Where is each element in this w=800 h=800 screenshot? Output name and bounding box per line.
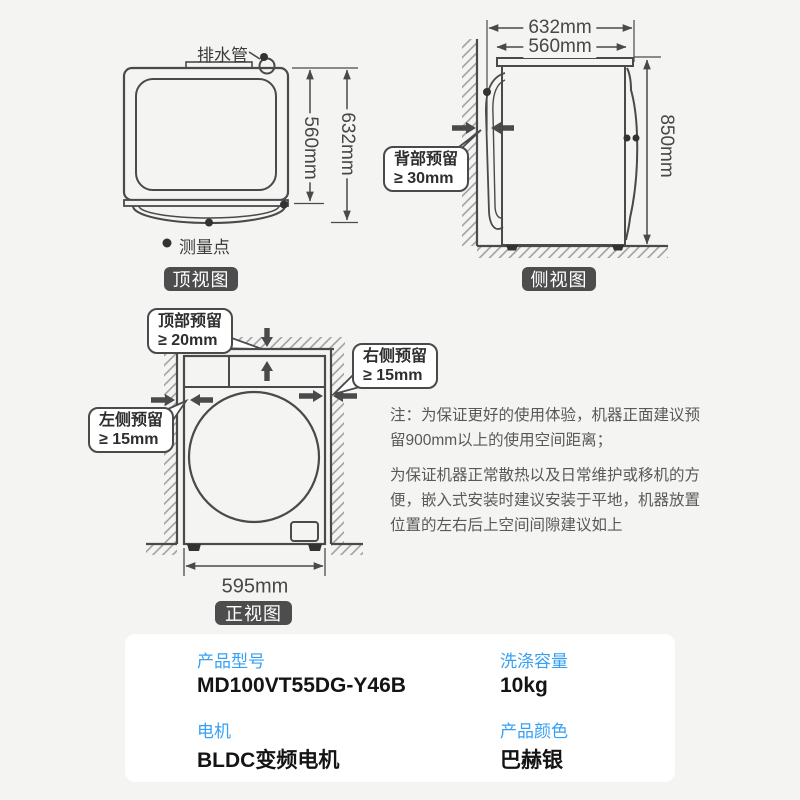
callout-right-line1: 右侧预留 xyxy=(363,348,428,365)
callout-top-line2: ≥ 20mm xyxy=(158,332,218,349)
top-view-lid xyxy=(135,78,277,191)
spec-card: 产品型号 MD100VT55DG-Y46B 洗涤容量 10kg 电机 BLDC变… xyxy=(125,634,675,782)
dim-label-850: 850mm xyxy=(656,114,677,178)
drain-hose-outer xyxy=(485,72,506,230)
callout-right-line2: ≥ 15mm xyxy=(363,367,423,384)
callout-left-line1: 左侧预留 xyxy=(99,412,164,429)
floor-hatch-right xyxy=(331,544,363,555)
spec-label-color: 产品颜色 xyxy=(500,722,568,741)
callout-left-line2: ≥ 15mm xyxy=(99,431,159,448)
gap-arrow-right-inner xyxy=(299,390,323,402)
door-arc-inner xyxy=(138,205,280,219)
top-plate xyxy=(496,57,634,67)
top-view-drawing xyxy=(122,51,358,248)
legend-dot xyxy=(162,238,172,248)
service-panel xyxy=(290,521,319,542)
side-foot-left xyxy=(506,245,518,251)
front-body xyxy=(182,354,327,546)
gap-arrow-top-outer xyxy=(261,328,273,347)
dim-label-560-side: 560mm xyxy=(523,36,597,58)
measure-point-legend: 测量点 xyxy=(179,238,230,257)
front-band xyxy=(123,199,289,207)
spec-value-capacity: 10kg xyxy=(500,674,548,697)
drain-hose-inner xyxy=(492,79,506,219)
drain-label-pointer xyxy=(248,51,261,60)
alcove-right-hatch xyxy=(331,349,344,544)
spec-label-motor: 电机 xyxy=(197,722,231,741)
note-paragraph-2: 为保证机器正常散热以及日常维护或移机的方便，嵌入式安装时建议安装于平地，机器放置… xyxy=(390,467,701,534)
top-view-body xyxy=(122,66,290,202)
dim-label-560-top: 560mm xyxy=(298,113,322,183)
wall-hatch xyxy=(462,39,477,246)
door-circle xyxy=(187,390,321,524)
hose-dot xyxy=(483,88,491,96)
measure-dot-front xyxy=(205,218,213,227)
gap-arrow-back-inner xyxy=(491,122,514,134)
front-view-badge: 正视图 xyxy=(215,601,292,625)
side-foot-right xyxy=(612,245,624,251)
callout-left-clearance: 左侧预留 ≥ 15mm xyxy=(88,407,175,453)
drain-measure-dot xyxy=(260,53,268,61)
floor-hatch-left xyxy=(146,544,177,555)
door-bulge xyxy=(625,67,639,241)
front-view-drawing xyxy=(146,328,369,576)
dim-label-632-top: 632mm xyxy=(335,109,359,179)
gap-arrow-back-outer xyxy=(452,122,476,134)
side-dot-1 xyxy=(623,134,631,142)
spec-value-color: 巴赫银 xyxy=(500,749,563,772)
callout-top-clearance: 顶部预留 ≥ 20mm xyxy=(147,308,234,354)
front-foot-right xyxy=(308,544,322,551)
drain-pipe-outlet xyxy=(258,57,276,75)
spec-value-motor: BLDC变频电机 xyxy=(197,749,340,772)
spec-label-model: 产品型号 xyxy=(197,652,265,671)
callout-top-line1: 顶部预留 xyxy=(158,313,223,330)
top-view-badge: 顶视图 xyxy=(164,267,238,291)
drain-pipe-label: 排水管 xyxy=(197,46,248,65)
side-view-badge: 侧视图 xyxy=(522,267,596,291)
callout-back-clearance: 背部预留 ≥ 30mm xyxy=(383,146,470,192)
spec-label-capacity: 洗涤容量 xyxy=(500,652,568,671)
callout-right-clearance: 右侧预留 ≥ 15mm xyxy=(352,343,439,389)
dim-label-632-side: 632mm xyxy=(523,17,597,39)
callout-back-line1: 背部预留 xyxy=(394,151,459,168)
note-paragraph-1: 注：为保证更好的使用体验，机器正面建议预留900mm以上的使用空间距离； xyxy=(390,407,701,449)
measure-dot-band xyxy=(280,200,288,209)
gap-arrow-left-inner xyxy=(190,394,213,406)
dim-label-595: 595mm xyxy=(221,575,289,598)
side-body xyxy=(501,65,626,246)
installation-note: 注：为保证更好的使用体验，机器正面建议预留900mm以上的使用空间距离； 为保证… xyxy=(390,403,714,548)
front-foot-left xyxy=(187,544,201,551)
floor-hatch xyxy=(477,246,668,258)
gap-arrow-top-inner xyxy=(261,361,273,381)
side-dot-2 xyxy=(632,134,640,142)
spec-value-model: MD100VT55DG-Y46B xyxy=(197,674,406,697)
callout-back-line2: ≥ 30mm xyxy=(394,170,454,187)
gap-arrow-left-outer xyxy=(151,394,175,406)
